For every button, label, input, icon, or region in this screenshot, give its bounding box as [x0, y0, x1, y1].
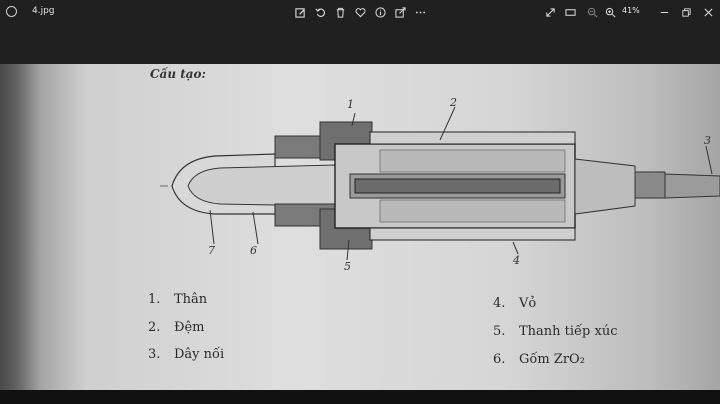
- close-icon[interactable]: [700, 4, 716, 20]
- restore-icon[interactable]: [678, 4, 694, 20]
- part-label-3: 3: [704, 134, 711, 147]
- part-label-2: 2: [450, 96, 457, 109]
- legend-item: 6.Gốm ZrO₂: [493, 352, 585, 367]
- legend-item: 3.Dây nối: [148, 347, 225, 362]
- legend-item: 2.Đệm: [148, 320, 205, 335]
- photo-shadow: [0, 64, 40, 390]
- part-label-7: 7: [208, 244, 215, 257]
- rotate-icon[interactable]: [312, 4, 328, 20]
- more-icon[interactable]: [412, 4, 428, 20]
- file-name: 4.jpg: [32, 6, 55, 16]
- info-icon[interactable]: [372, 4, 388, 20]
- fit-icon[interactable]: [562, 4, 578, 20]
- favorite-icon[interactable]: [352, 4, 368, 20]
- zoom-level: 41%: [622, 6, 640, 15]
- zoom-out-icon[interactable]: [584, 4, 600, 20]
- photo-content: Cấu tạo: 1 2 3 4 5 6 7 1.Thân 2.Đệm: [0, 64, 720, 390]
- edit-image-icon[interactable]: [292, 4, 308, 20]
- expand-icon[interactable]: [542, 4, 558, 20]
- viewer-background: [0, 24, 720, 64]
- filmstrip-area: [0, 390, 720, 404]
- part-label-5: 5: [344, 260, 351, 273]
- legend-item: 5.Thanh tiếp xúc: [493, 324, 618, 339]
- part-label-6: 6: [250, 244, 257, 257]
- zoom-in-icon[interactable]: [602, 4, 618, 20]
- minimize-icon[interactable]: [656, 4, 672, 20]
- legend-item: 4.Vỏ: [493, 296, 537, 311]
- title-bar: 4.jpg 41%: [0, 0, 720, 24]
- oxygen-sensor-diagram: [160, 106, 720, 261]
- delete-icon[interactable]: [332, 4, 348, 20]
- legend-item: 1.Thân: [148, 292, 208, 307]
- part-label-1: 1: [347, 98, 354, 111]
- share-icon[interactable]: [392, 4, 408, 20]
- part-label-4: 4: [513, 254, 520, 267]
- section-heading: Cấu tạo:: [150, 67, 206, 81]
- photos-app-icon: [6, 6, 17, 17]
